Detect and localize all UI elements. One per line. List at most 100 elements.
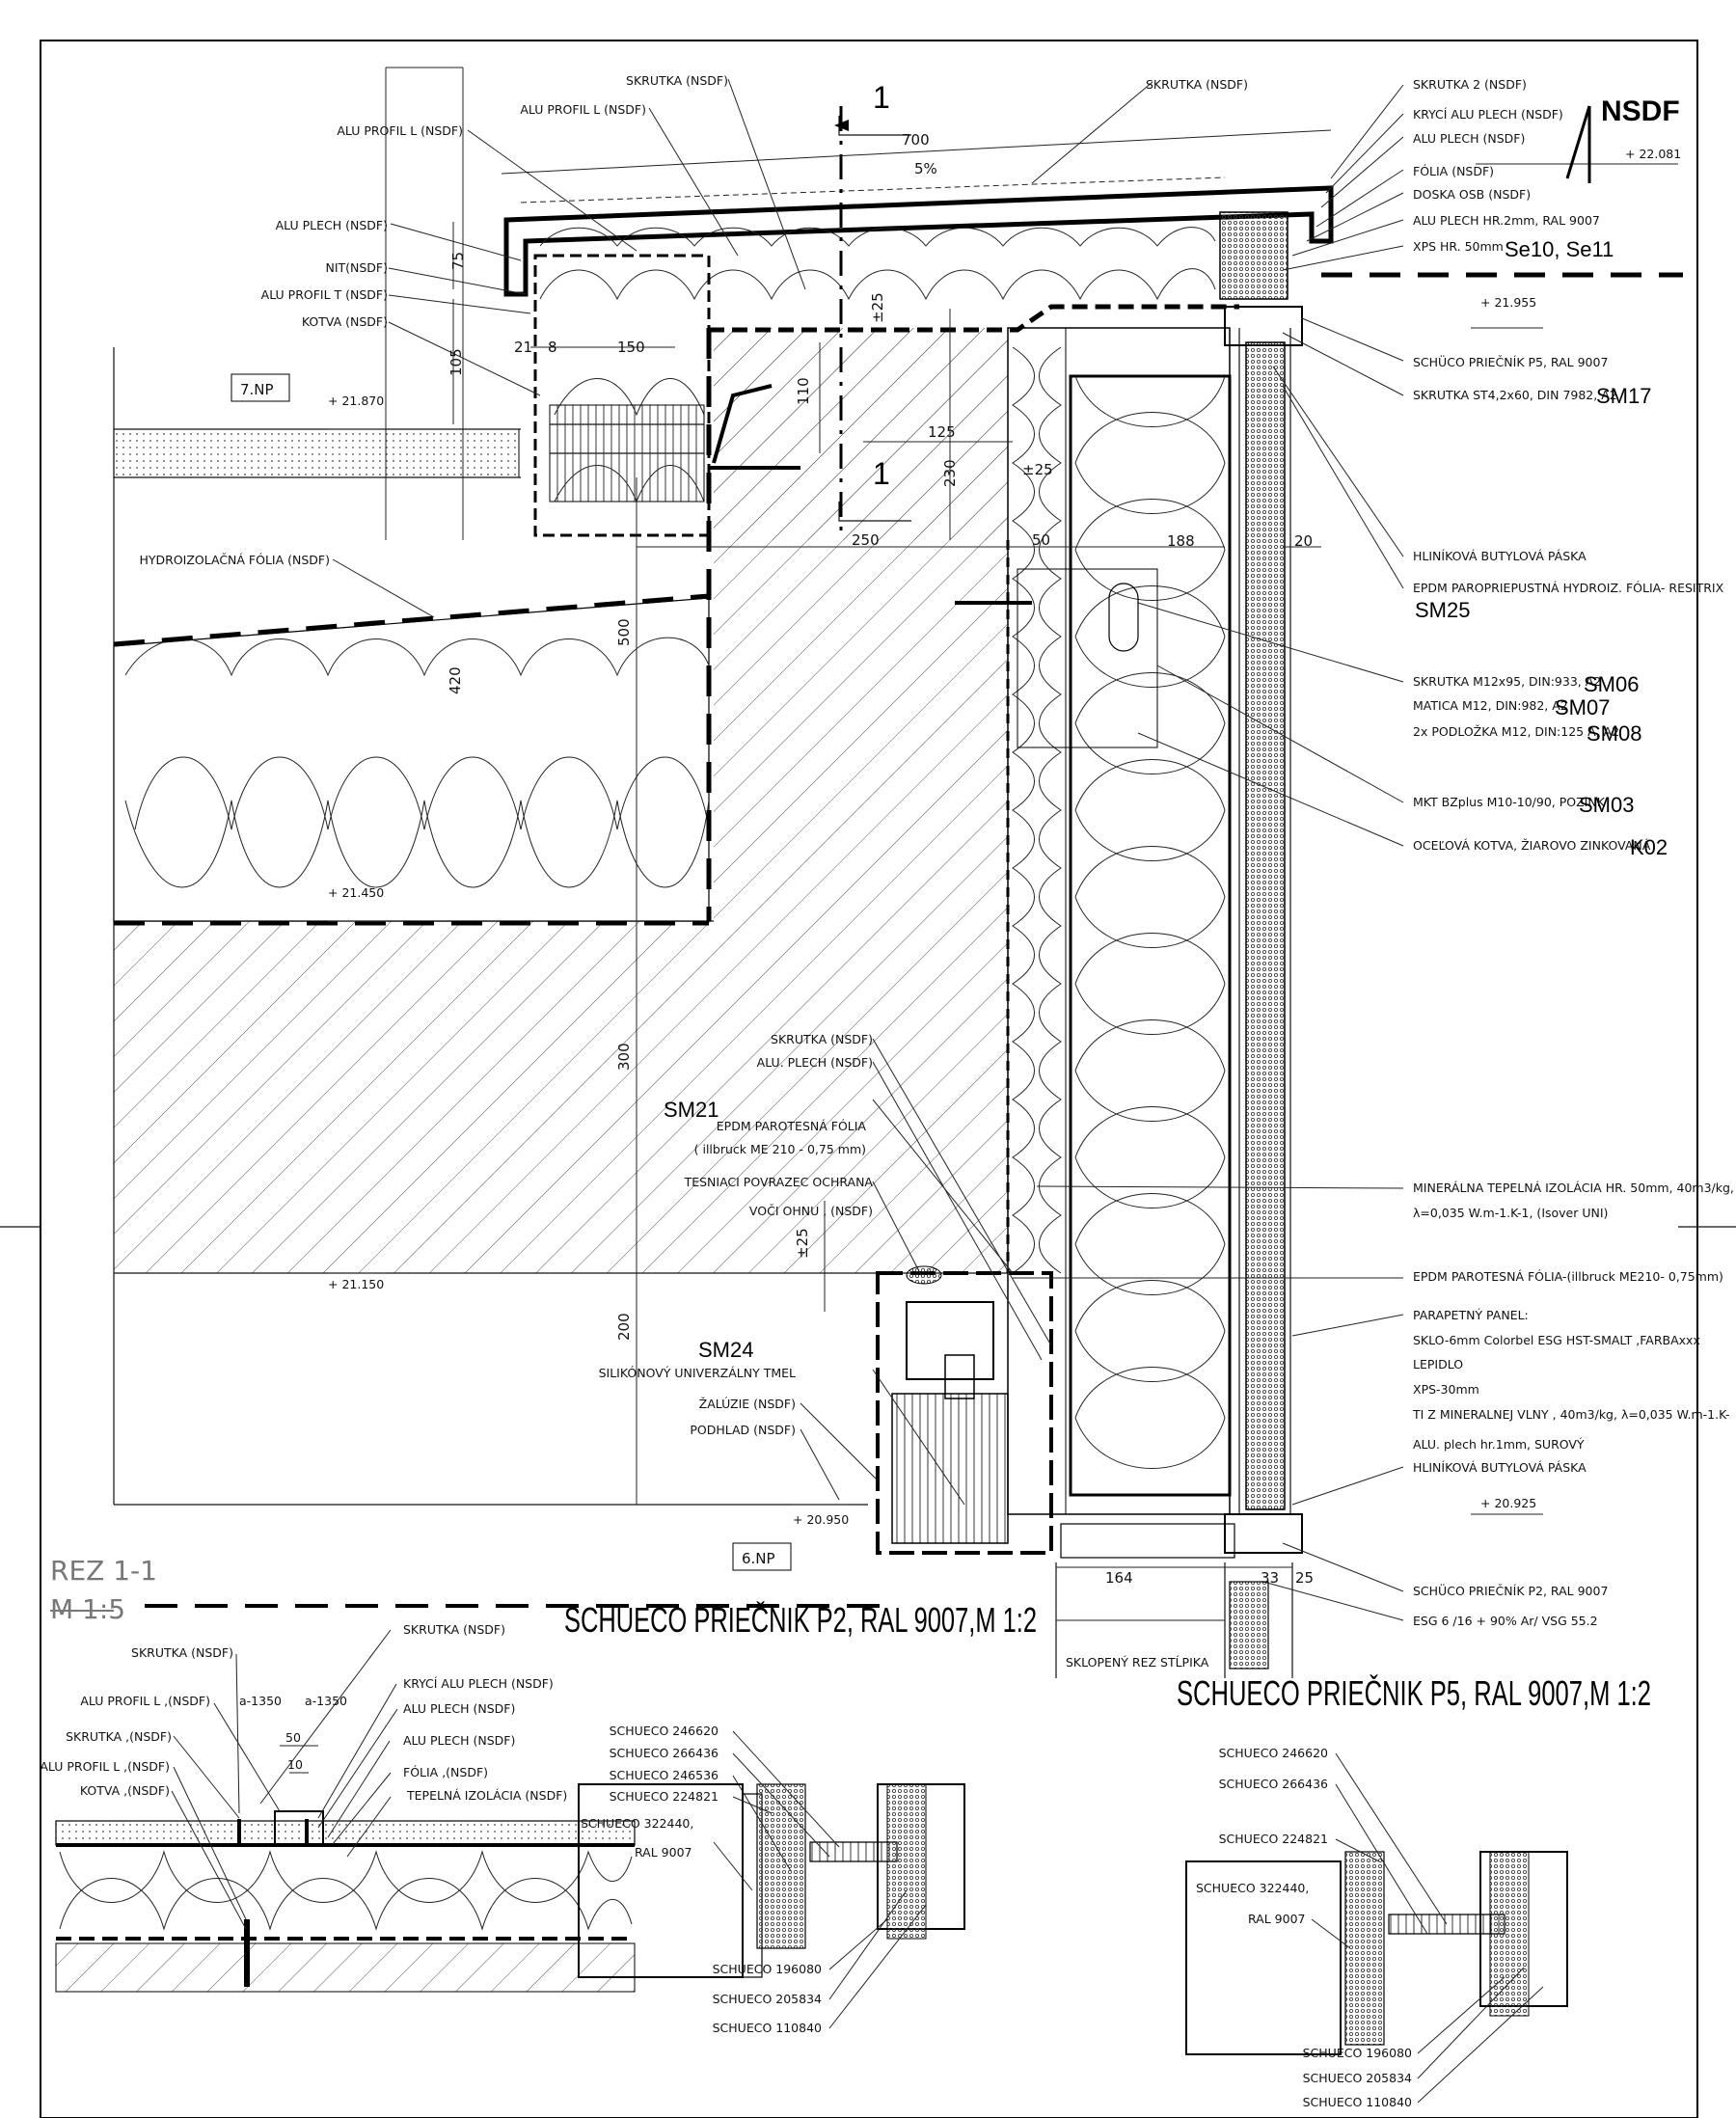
- p5-label-196080: SCHUECO 196080: [1303, 2046, 1412, 2060]
- dim-33: 33: [1261, 1569, 1279, 1587]
- dim-20: 20: [1294, 532, 1313, 550]
- wall-panel: [955, 306, 1303, 1559]
- sec-label-alu-plech-1: ALU PLECH (NSDF): [403, 1701, 515, 1716]
- dim-slope: 5%: [914, 160, 937, 177]
- label-lepidlo: LEPIDLO: [1413, 1357, 1463, 1371]
- p2-label-224821: SCHUECO 224821: [610, 1789, 719, 1804]
- schueco-p2-detail: [578, 1730, 965, 2029]
- p5-label-110840: SCHUECO 110840: [1303, 2095, 1412, 2109]
- section-marker-top: 1: [873, 80, 890, 115]
- label-kryci-alu-plech: KRYCÍ ALU PLECH (NSDF): [1413, 107, 1563, 122]
- label-tesniaci-povrazec: TESNIACI POVRAZEC OCHRANA: [684, 1175, 874, 1189]
- sec-label-alu-plech-2: ALU PLECH (NSDF): [403, 1733, 515, 1748]
- section-scale: M 1:5: [50, 1593, 125, 1625]
- p2-label-205834: SCHUECO 205834: [713, 1992, 822, 2006]
- label-hydroizolacna-folia: HYDROIZOLAČNÁ FÓLIA (NSDF): [139, 553, 330, 567]
- label-butyl-tape-top: HLINÍKOVÁ BUTYLOVÁ PÁSKA: [1413, 549, 1587, 563]
- dim-110: 110: [795, 377, 812, 405]
- label-skrutka-st4: SKRUTKA ST4,2x60, DIN 7982, A2: [1413, 388, 1617, 402]
- dim-164: 164: [1105, 1569, 1133, 1587]
- code-sm07: SM07: [1555, 695, 1610, 720]
- label-alu-plech-mid: ALU. PLECH (NSDF): [757, 1055, 873, 1070]
- sec-label-folia: FÓLIA ,(NSDF): [403, 1765, 488, 1779]
- p2-labels: SCHUECO 246620 SCHUECO 266436 SCHUECO 24…: [581, 1724, 822, 2035]
- level-21150: + 21.150: [328, 1277, 384, 1291]
- code-sm25: SM25: [1415, 598, 1470, 622]
- dim-21: 21: [514, 339, 532, 356]
- label-skrutka-top-1: SKRUTKA (NSDF): [626, 73, 728, 88]
- label-podhlad: PODHLAD (NSDF): [690, 1423, 796, 1437]
- label-alu-profil-t: ALU PROFIL T (NSDF): [261, 287, 388, 302]
- dim-250: 250: [852, 531, 880, 549]
- label-ocelova-kotva: OCEĽOVÁ KOTVA, ŽIAROVO ZINKOVANÁ: [1413, 838, 1651, 853]
- label-epdm-parotesna-mid: EPDM PAROTESNÁ FÓLIA: [717, 1119, 867, 1133]
- section-name: REZ 1-1: [50, 1555, 157, 1587]
- label-epdm-parotesna: EPDM PAROTESNÁ FÓLIA-(illbruck ME210- 0,…: [1413, 1269, 1723, 1284]
- upper-floor-slab: [113, 428, 521, 478]
- schueco-p5-detail: [1185, 1752, 1568, 2104]
- sec-label-a1350-2: a-1350: [305, 1694, 347, 1708]
- nsdf-mark: NSDF: [1601, 95, 1680, 127]
- p5-label-224821: SCHUECO 224821: [1219, 1832, 1328, 1846]
- dim-230: 230: [941, 459, 959, 487]
- sec-label-10: 10: [287, 1757, 303, 1772]
- label-nit: NIT(NSDF): [325, 260, 388, 275]
- dim-500: 500: [615, 618, 633, 646]
- dim-105: 105: [448, 348, 465, 376]
- leader-lines-right: [1013, 84, 1404, 1621]
- label-matica: MATICA M12, DIN:982, A2: [1413, 698, 1568, 713]
- sheet-frame: [40, 40, 1698, 2118]
- floor-6np: 6.NP: [742, 1550, 775, 1567]
- code-sm08: SM08: [1587, 721, 1641, 746]
- sec-label-skrutka-1: SKRUTKA (NSDF): [131, 1645, 233, 1660]
- dim-25d: 25: [1295, 1569, 1314, 1587]
- dim-200: 200: [615, 1313, 633, 1341]
- dim-50: 50: [1032, 531, 1050, 549]
- right-labels: SKRUTKA 2 (NSDF) KRYCÍ ALU PLECH (NSDF) …: [1412, 77, 1734, 1628]
- label-podlozka: 2x PODLOŽKA M12, DIN:125 A, A2: [1413, 724, 1619, 739]
- dimension-lines: [328, 129, 1678, 1568]
- label-sklopeny-rez: SKLOPENÝ REZ STĹPIKA: [1066, 1655, 1209, 1670]
- roof-coping: [503, 176, 1334, 301]
- level-21955: + 21.955: [1480, 295, 1536, 310]
- dim-300: 300: [615, 1043, 633, 1071]
- dim-188: 188: [1167, 532, 1195, 550]
- sec-label-50: 50: [285, 1730, 301, 1745]
- left-labels: ALU PROFIL L (NSDF) ALU PLECH (NSDF) NIT…: [139, 123, 463, 567]
- p2-label-246620: SCHUECO 246620: [610, 1724, 719, 1738]
- dim-8: 8: [548, 339, 557, 356]
- sec-label-alu-profil-l-2: ALU PROFIL L ,(NSDF): [40, 1759, 170, 1774]
- label-skrutka-m12: SKRUTKA M12x95, DIN:933, A2: [1413, 674, 1601, 689]
- sec-label-kryci-alu-plech: KRYCÍ ALU PLECH (NSDF): [403, 1676, 554, 1691]
- floor-7np: 7.NP: [240, 381, 274, 398]
- label-esg: ESG 6 /16 + 90% Ar/ VSG 55.2: [1413, 1614, 1598, 1628]
- label-parapetny-panel: PARAPETNÝ PANEL:: [1413, 1308, 1529, 1322]
- p5-label-246620: SCHUECO 246620: [1219, 1746, 1328, 1760]
- section-cut-line: [834, 106, 911, 540]
- sec-label-alu-profil-l-1: ALU PROFIL L ,(NSDF): [80, 1694, 210, 1708]
- sec-label-kotva: KOTVA ,(NSDF): [80, 1783, 170, 1798]
- label-alu-plech-left: ALU PLECH (NSDF): [276, 218, 388, 232]
- code-sm06: SM06: [1584, 672, 1639, 696]
- p2-label-ral: RAL 9007: [635, 1845, 692, 1860]
- sec-label-skrutka-3: SKRUTKA ,(NSDF): [66, 1729, 172, 1744]
- p2-label-196080: SCHUECO 196080: [713, 1962, 822, 1976]
- label-lambda: λ=0,035 W.m-1.K-1, (Isover UNI): [1413, 1206, 1608, 1220]
- sec-label-a1350-1: a-1350: [239, 1694, 282, 1708]
- label-alu-plech: ALU PLECH (NSDF): [1413, 131, 1525, 146]
- p2-label-322440: SCHUECO 322440,: [581, 1816, 693, 1831]
- dim-25b: ±25: [1022, 461, 1053, 478]
- p5-label-205834: SCHUECO 205834: [1303, 2071, 1412, 2085]
- p5-labels: SCHUECO 246620 SCHUECO 266436 SCHUECO 22…: [1196, 1746, 1412, 2109]
- anchor-bracket: [385, 67, 800, 540]
- level-20950: + 20.950: [793, 1512, 849, 1527]
- label-mkt-bzplus: MKT BZplus M10-10/90, POZINK: [1413, 795, 1606, 809]
- dim-125: 125: [928, 423, 956, 441]
- title-p5: SCHUECO PRIEČNIK P5, RAL 9007,M 1:2: [1177, 1673, 1651, 1713]
- label-skrutka-mid: SKRUTKA (NSDF): [771, 1032, 873, 1046]
- dim-420: 420: [447, 666, 464, 694]
- level-20925: + 20.925: [1480, 1496, 1536, 1510]
- label-silikonovy-tmel: SILIKÓNOVÝ UNIVERZÁLNY TMEL: [599, 1366, 796, 1380]
- rez-1-1-section: [55, 1629, 636, 1993]
- p2-label-266436: SCHUECO 266436: [610, 1746, 719, 1760]
